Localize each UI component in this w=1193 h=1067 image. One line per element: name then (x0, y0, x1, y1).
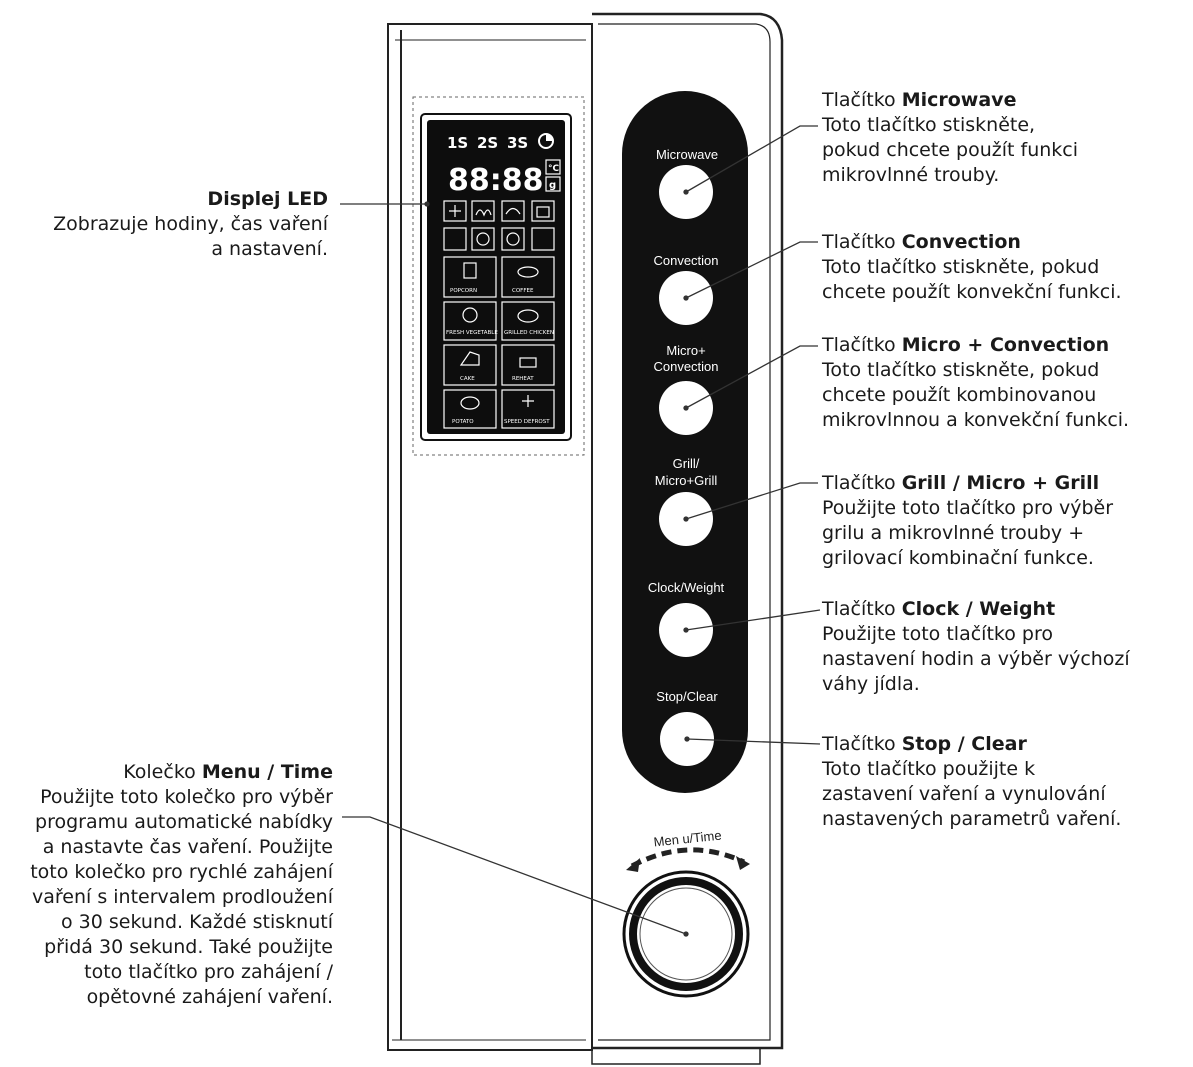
grill-button-label-1: Grill/ (673, 456, 700, 471)
microwave-button-label: Microwave (656, 147, 718, 162)
callout-line: Toto tlačítko stiskněte, pokud (822, 359, 1100, 381)
dial-arc (630, 847, 746, 869)
lcd-food-grilled-chicken: GRILLED CHICKEN (504, 330, 554, 336)
dial-callout-line: programu automatické nabídky (35, 811, 333, 833)
callout-prefix: Tlačítko (822, 733, 902, 755)
grill-callout-title: Tlačítko Grill / Micro + Grill (822, 471, 1113, 496)
lcd-food-popcorn: POPCORN (450, 288, 477, 294)
callout-prefix: Tlačítko (822, 89, 902, 111)
lcd-food-speed-defrost: SPEED DEFROST (504, 419, 550, 425)
lcd-program-1: 1S (447, 134, 468, 152)
callout-line: Použijte toto tlačítko pro výběr (822, 497, 1114, 519)
lcd-program-3: 3S (507, 134, 528, 152)
dial-callout-line: přidá 30 sekund. Také použijte (44, 936, 333, 958)
microwave-callout: Tlačítko Microwave Toto tlačítko stiskně… (822, 88, 1078, 188)
callout-line: Toto tlačítko stiskněte, (822, 114, 1036, 136)
lcd-unit-celsius: °C (548, 164, 560, 174)
stop-clear-button-label: Stop/Clear (656, 689, 718, 704)
dial-label: Men u/Time (653, 828, 722, 850)
callout-line: nastavených parametrů vaření. (822, 808, 1122, 830)
display-callout-title: Displej LED (207, 188, 328, 210)
dial-callout-line: opětovné zahájení vaření. (86, 986, 333, 1008)
leader-lines (340, 125, 821, 937)
control-panel (591, 12, 784, 1065)
display-callout-line-1: Zobrazuje hodiny, čas vaření (53, 213, 328, 235)
convection-button-label: Convection (653, 253, 718, 268)
grill-button-label-2: Micro+Grill (655, 473, 718, 488)
callout-line: mikrovlnné trouby. (822, 164, 1000, 186)
micro-convection-button-label-2: Convection (653, 359, 718, 374)
callout-name: Convection (901, 231, 1021, 253)
callout-name: Stop / Clear (901, 733, 1027, 755)
dial-callout-line: toto tlačítko pro zahájení / (84, 961, 333, 983)
clock-weight-callout: Tlačítko Clock / Weight Použijte toto tl… (822, 597, 1130, 697)
lcd-clock-icon (538, 133, 554, 149)
display-callout-line-2: a nastavení. (211, 238, 328, 260)
callout-prefix: Tlačítko (822, 334, 902, 356)
callout-line: chcete použít kombinovanou (822, 384, 1097, 406)
dial-arrow-left-icon (626, 858, 640, 872)
lcd-function-icons (443, 200, 555, 251)
callout-name: Microwave (901, 89, 1017, 111)
lcd-food-coffee: COFFEE (512, 288, 534, 294)
lcd-food-icons (443, 256, 555, 429)
dial-callout-title: Kolečko Menu / Time (30, 760, 333, 785)
callout-line: zastavení vaření a vynulování (822, 783, 1106, 805)
clock-weight-button-label: Clock/Weight (648, 580, 725, 595)
dial-callout-line: vaření s intervalem prodloužení (31, 886, 333, 908)
lcd-unit-gram: g (549, 180, 556, 191)
dial-callout-name: Menu / Time (201, 761, 333, 783)
callout-line: pokud chcete použít funkci (822, 139, 1079, 161)
callout-line: mikrovlnnou a konvekční funkci. (822, 409, 1130, 431)
grill-callout: Tlačítko Grill / Micro + Grill Použijte … (822, 471, 1113, 571)
stop-clear-callout: Tlačítko Stop / Clear Toto tlačítko použ… (822, 732, 1121, 832)
lcd-program-2: 2S (477, 134, 498, 152)
lcd-food-cake: CAKE (460, 376, 475, 382)
lcd-food-potato: POTATO (452, 419, 474, 425)
dial-callout: Kolečko Menu / Time Použijte toto kolečk… (30, 760, 333, 1010)
callout-line: grilovací kombinační funkce. (822, 547, 1094, 569)
lcd-celsius-box (545, 159, 561, 175)
dial-callout-line: a nastavte čas vaření. Použijte (42, 836, 333, 858)
callout-line: Toto tlačítko použijte k (822, 758, 1036, 780)
callout-prefix: Tlačítko (822, 598, 902, 620)
micro-convection-button-label-1: Micro+ (666, 343, 705, 358)
callout-line: chcete použít konvekční funkci. (822, 281, 1122, 303)
display-dashed-frame (412, 96, 585, 456)
lcd-food-reheat: REHEAT (512, 376, 534, 382)
lcd-food-fresh-vegetable: FRESH VEGETABLE (446, 330, 498, 336)
stop-clear-callout-title: Tlačítko Stop / Clear (822, 732, 1121, 757)
microwave-callout-title: Tlačítko Microwave (822, 88, 1078, 113)
callout-name: Clock / Weight (901, 598, 1056, 620)
display-callout: Displej LED Zobrazuje hodiny, čas vaření… (53, 187, 328, 262)
dial-callout-line: o 30 sekund. Každé stisknutí (61, 911, 333, 933)
convection-callout: Tlačítko Convection Toto tlačítko stiskn… (822, 230, 1122, 305)
menu-time-dial[interactable] (622, 870, 750, 998)
micro-convection-callout: Tlačítko Micro + Convection Toto tlačítk… (822, 333, 1129, 433)
callout-line: Použijte toto tlačítko pro (822, 623, 1053, 645)
lcd-digits: 88:88 (448, 163, 544, 198)
button-strip (622, 91, 748, 793)
callout-name: Micro + Convection (901, 334, 1110, 356)
dial-callout-line: toto kolečko pro rychlé zahájení (30, 861, 333, 883)
callout-name: Grill / Micro + Grill (901, 472, 1100, 494)
callout-line: váhy jídla. (822, 673, 920, 695)
callout-line: grilu a mikrovlnné trouby + (822, 522, 1085, 544)
lcd-gram-box (545, 176, 561, 192)
callout-prefix: Tlačítko (822, 472, 902, 494)
dial-callout-line: Použijte toto kolečko pro výběr (40, 786, 333, 808)
convection-callout-title: Tlačítko Convection (822, 230, 1122, 255)
micro-convection-callout-title: Tlačítko Micro + Convection (822, 333, 1129, 358)
callout-line: Toto tlačítko stiskněte, pokud (822, 256, 1100, 278)
dial-callout-prefix: Kolečko (123, 761, 202, 783)
callout-prefix: Tlačítko (822, 231, 902, 253)
callout-line: nastavení hodin a výběr výchozí (822, 648, 1130, 670)
dial-arrow-right-icon (736, 856, 750, 870)
clock-weight-callout-title: Tlačítko Clock / Weight (822, 597, 1130, 622)
